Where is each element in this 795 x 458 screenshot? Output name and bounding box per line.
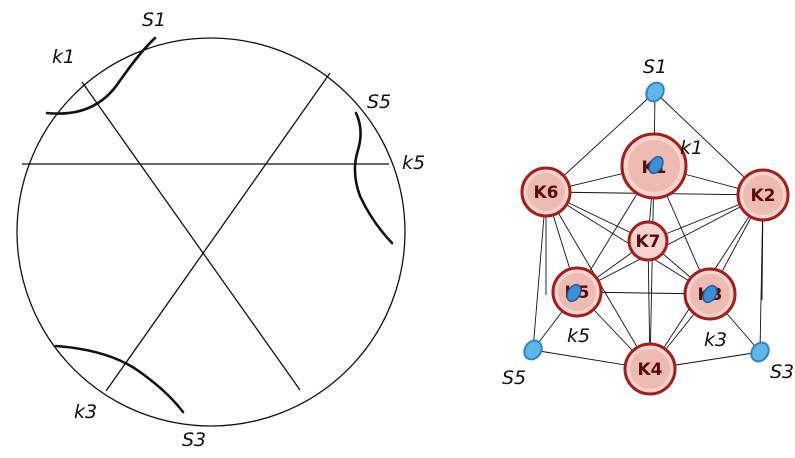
node-k6: K6: [520, 166, 572, 218]
node-k2: K2: [736, 168, 790, 222]
point-s1: [645, 81, 665, 103]
node-k7: K7: [627, 220, 669, 262]
chord-k1: [81, 81, 301, 391]
graph-label-s5: S5: [502, 367, 526, 389]
graph-label-k3: k3: [704, 329, 727, 351]
point-k1: [648, 155, 664, 175]
svg-text:K2: K2: [750, 186, 775, 206]
graph-label-k1: k1: [680, 137, 703, 159]
right-diagram: K6 K1 K2 K7 K5 K3 K4: [502, 56, 794, 396]
arc-k1: [45, 36, 157, 115]
point-k3: [702, 284, 718, 304]
chord-k3: [105, 72, 331, 392]
label-s3: S3: [182, 429, 206, 451]
graph-label-k5: k5: [567, 325, 590, 347]
arc-k5: [353, 111, 394, 245]
label-k5: k5: [402, 152, 425, 174]
node-k4: K4: [623, 342, 677, 396]
graph-label-s3: S3: [770, 361, 794, 383]
label-s5: S5: [367, 91, 391, 113]
point-s3: [750, 341, 770, 363]
arc-k3: [54, 344, 185, 414]
point-k5: [566, 283, 582, 303]
outer-circle: [16, 37, 406, 427]
svg-text:K4: K4: [637, 360, 662, 380]
label-k3: k3: [74, 401, 97, 423]
point-s5: [523, 339, 543, 361]
graph-label-s1: S1: [643, 56, 667, 78]
label-s1: S1: [142, 9, 166, 31]
svg-text:K7: K7: [635, 232, 660, 252]
svg-text:K6: K6: [533, 183, 558, 203]
left-diagram: S1 k1 S5 k5 k3 S3: [16, 9, 425, 451]
label-k1: k1: [52, 46, 75, 68]
